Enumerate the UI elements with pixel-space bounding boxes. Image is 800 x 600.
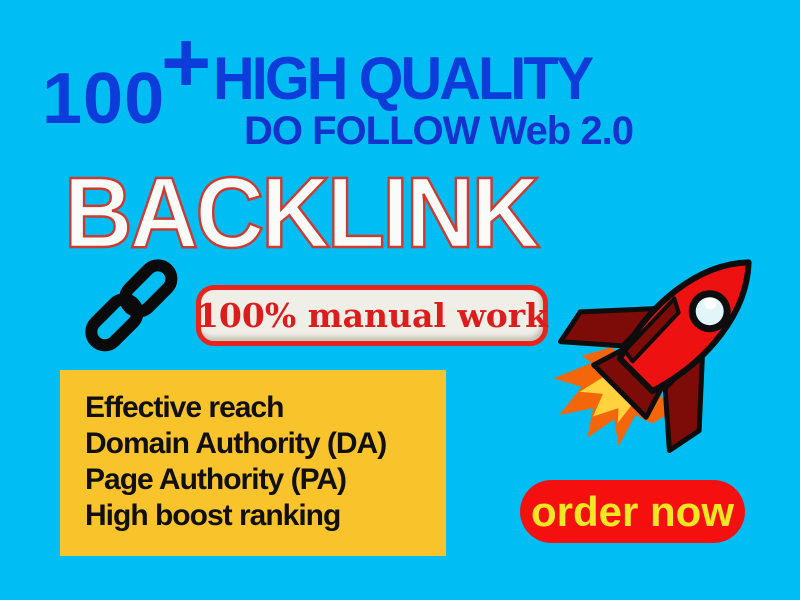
manual-work-badge: 100% manual work (196, 285, 548, 346)
feature-item: Domain Authority (DA) (85, 427, 387, 460)
features-box: Effective reach Domain Authority (DA) Pa… (60, 370, 446, 556)
rocket-stripe (622, 296, 681, 364)
plus-sign: + (161, 15, 212, 111)
feature-item: Effective reach (85, 391, 284, 424)
headline-subtitle: DO FOLLOW Web 2.0 (244, 109, 634, 153)
rocket-icon (553, 259, 752, 454)
manual-work-label: 100% manual work (195, 296, 549, 335)
headline-title: HIGH QUALITY (213, 45, 594, 112)
order-now-button[interactable]: order now (520, 480, 745, 543)
backlink-word: BACKLINK (63, 156, 541, 271)
feature-item: High boost ranking (85, 499, 341, 532)
rocket-window-highlight (704, 297, 717, 310)
chain-link-icon (85, 259, 178, 352)
feature-item: Page Authority (PA) (85, 463, 347, 496)
order-now-label: order now (530, 487, 734, 535)
rocket-window (695, 297, 724, 326)
count-text: 100 (42, 59, 166, 139)
